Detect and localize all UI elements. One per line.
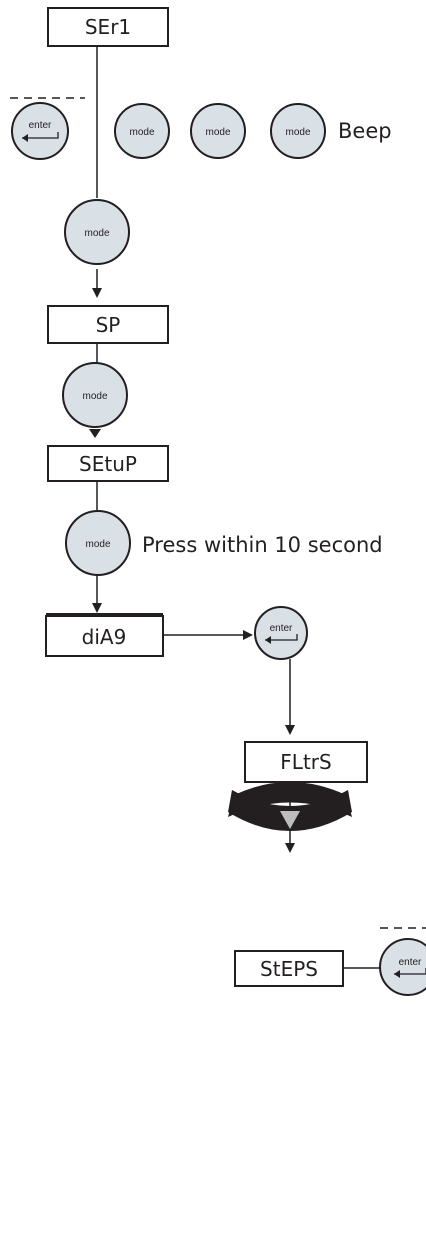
display-box-fltrs: FLtrS — [244, 741, 368, 783]
enter-button-diag[interactable]: enter — [254, 606, 308, 660]
mode-button-label: mode — [285, 127, 310, 138]
display-box-steps: StEPS — [234, 950, 344, 987]
display-box-ser1: SEr1 — [47, 7, 169, 47]
display-box-sp-label: SP — [96, 313, 121, 337]
display-box-steps-label: StEPS — [260, 957, 318, 981]
mode-button-after-setup[interactable]: mode — [65, 510, 131, 576]
scroll-arc-indicator — [228, 782, 352, 831]
display-box-fltrs-label: FLtrS — [280, 750, 331, 774]
enter-arrow-icon — [394, 968, 426, 975]
enter-arrow-icon — [265, 634, 298, 641]
display-box-ser1-label: SEr1 — [85, 15, 131, 39]
mode-button-label: mode — [84, 228, 109, 239]
connectors — [10, 46, 426, 969]
display-box-diag-label: diA9 — [82, 625, 127, 649]
beep-note: Beep — [338, 119, 392, 143]
enter-button-label: enter — [270, 623, 293, 634]
mode-button-label: mode — [85, 539, 110, 550]
display-box-sp: SP — [47, 305, 169, 344]
press-within-note: Press within 10 second — [142, 533, 383, 557]
enter-button-steps[interactable]: enter — [379, 938, 426, 996]
enter-button-left[interactable]: enter — [11, 102, 69, 160]
display-box-diag: diA9 — [45, 613, 164, 657]
display-box-setup-label: SEtuP — [79, 452, 137, 476]
display-box-setup: SEtuP — [47, 445, 169, 482]
enter-arrow-icon — [22, 132, 59, 139]
mode-button-row-3[interactable]: mode — [270, 103, 326, 159]
mode-button-label: mode — [205, 127, 230, 138]
mode-button-label: mode — [129, 127, 154, 138]
enter-button-label: enter — [399, 957, 422, 968]
mode-button-after-sp[interactable]: mode — [62, 362, 128, 438]
enter-button-label: enter — [29, 120, 52, 131]
down-triangle-icon — [280, 811, 300, 829]
mode-button-label: mode — [82, 391, 107, 402]
mode-button-after-ser1[interactable]: mode — [64, 199, 130, 265]
mode-button-row-1[interactable]: mode — [114, 103, 170, 159]
mode-button-row-2[interactable]: mode — [190, 103, 246, 159]
